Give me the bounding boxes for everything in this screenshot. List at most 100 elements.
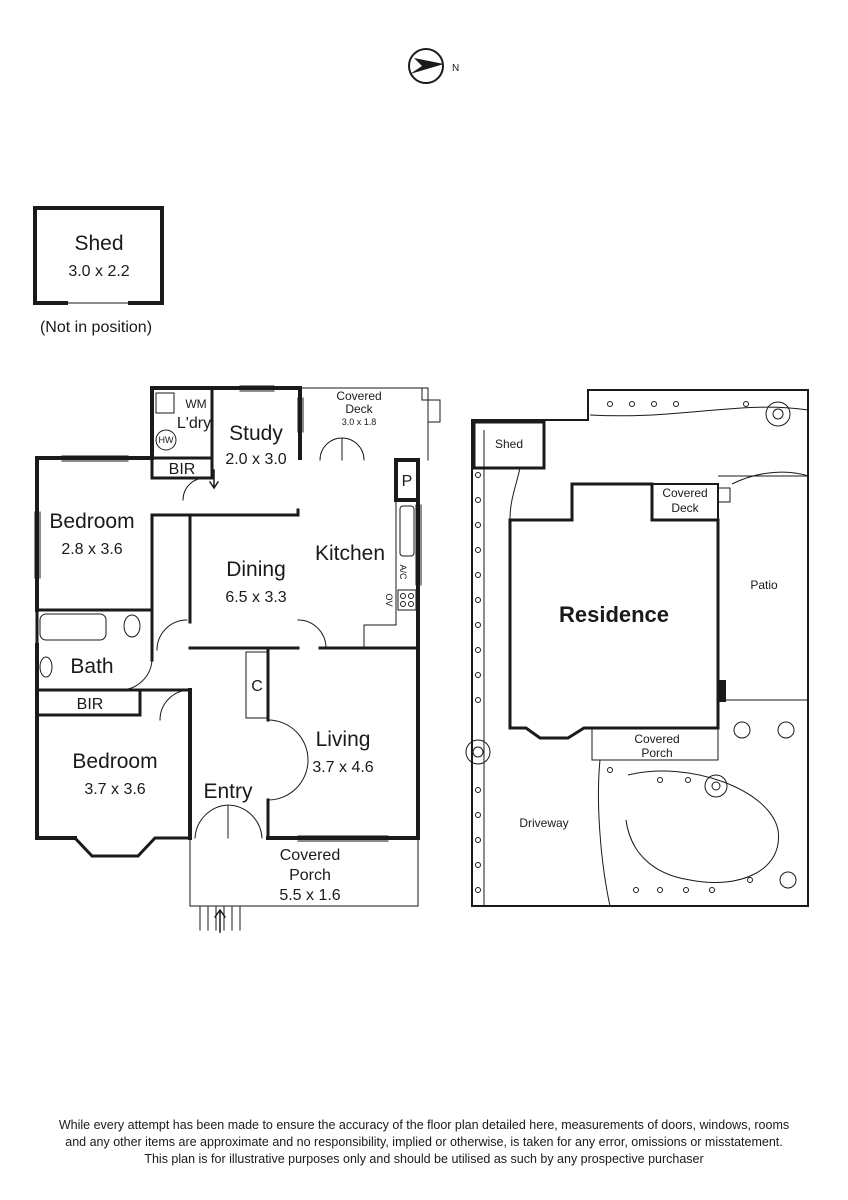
kitchen-counter — [363, 499, 397, 649]
burner — [400, 593, 406, 599]
laundry-label: L'dry — [177, 415, 211, 432]
wall-bath — [35, 608, 122, 692]
wall-hall-top — [150, 508, 300, 517]
window — [297, 397, 304, 433]
site-boundary — [471, 389, 809, 907]
burner — [400, 601, 406, 607]
bath-label: Bath — [70, 655, 113, 678]
window — [415, 504, 422, 586]
shed-name: Shed — [74, 232, 123, 255]
window — [34, 511, 41, 579]
site-shed — [472, 420, 546, 470]
basin — [39, 656, 53, 678]
entry-double-door — [194, 804, 263, 839]
shed-note: (Not in position) — [40, 319, 152, 336]
shed-box: Shed 3.0 x 2.2 (Not in position) — [33, 206, 164, 336]
site-patio-label: Patio — [750, 578, 778, 592]
outer-wall-bay — [72, 835, 192, 858]
bir-top-label: BIR — [169, 461, 196, 478]
site-plan — [465, 389, 809, 907]
living-size: 3.7 x 4.6 — [312, 759, 373, 776]
site-shed-label: Shed — [495, 437, 523, 451]
entry-arrow-icon — [213, 908, 227, 933]
entry-label: Entry — [203, 780, 253, 803]
porch-label-1: Covered — [280, 847, 340, 864]
house-plan — [34, 385, 441, 933]
driveway-edge — [597, 759, 611, 907]
tree-icon — [733, 721, 751, 739]
covered-deck-outline — [299, 387, 429, 461]
porch-size: 5.5 x 1.6 — [279, 887, 340, 904]
deck-steps — [421, 387, 441, 423]
bedroom1-size: 2.8 x 3.6 — [61, 541, 122, 558]
site-door-marker — [718, 680, 726, 702]
garden-bed — [731, 471, 809, 485]
ac-label: A/C — [398, 564, 408, 580]
site-residence-label: Residence — [559, 602, 669, 627]
outer-wall-north — [35, 386, 154, 612]
study-arrow-icon — [208, 469, 220, 490]
study-name: Study — [229, 422, 283, 445]
site-deck-label-2: Deck — [671, 501, 699, 515]
outer-wall-west-lower — [35, 643, 77, 840]
ov-label: OV — [384, 593, 394, 606]
covered-porch-outline — [189, 837, 419, 907]
deck-label-1: Covered — [336, 389, 381, 403]
living-name: Living — [316, 728, 371, 751]
tree-icon — [779, 871, 797, 889]
disclaimer-line: and any other items are approximate and … — [65, 1135, 783, 1149]
site-labels: Shed Covered Deck Patio Residence Covere… — [495, 437, 778, 830]
burner — [408, 593, 414, 599]
outer-wall-kitchen — [394, 458, 420, 650]
kitchen-cooktop — [397, 589, 417, 611]
bir-bottom-label: BIR — [77, 696, 104, 713]
patio-outline — [718, 475, 808, 701]
site-deck-steps — [718, 487, 731, 503]
site-deck-label-1: Covered — [662, 486, 707, 500]
hw-label: HW — [159, 435, 174, 445]
window — [239, 385, 275, 392]
cupboard-label: C — [251, 678, 263, 695]
disclaimer: While every attempt has been made to ens… — [20, 1117, 828, 1168]
washing-machine — [155, 392, 175, 414]
porch-steps — [199, 905, 241, 931]
site-deck-outline — [652, 483, 719, 520]
door-swing — [319, 437, 365, 461]
door-swing — [156, 619, 188, 651]
compass-ring — [408, 48, 444, 84]
door-swing — [297, 619, 327, 649]
driveway-path — [625, 770, 779, 884]
garden-bed — [589, 406, 809, 417]
compass: N — [408, 48, 459, 84]
wm-label: WM — [185, 397, 206, 411]
door-swing — [119, 659, 153, 691]
shrub-dots — [475, 401, 753, 893]
shed-walls — [33, 206, 164, 305]
deck-size: 3.0 x 1.8 — [342, 417, 377, 427]
disclaimer-line: This plan is for illustrative purposes o… — [144, 1152, 704, 1166]
door-swing — [159, 689, 191, 721]
tree-icon — [704, 774, 728, 798]
site-driveway-label: Driveway — [519, 816, 568, 830]
compass-needle-icon — [410, 58, 444, 74]
dining-name: Dining — [226, 558, 286, 581]
wall-bir-bottom — [35, 688, 192, 717]
path-curve — [509, 467, 521, 521]
tree-icon — [777, 721, 795, 739]
study-size: 2.0 x 3.0 — [225, 451, 286, 468]
site-porch-label-2: Porch — [641, 746, 672, 760]
tree-icon — [465, 739, 491, 765]
disclaimer-line: While every attempt has been made to ens… — [58, 1118, 790, 1132]
door-swing — [267, 719, 309, 801]
site-porch-label-1: Covered — [634, 732, 679, 746]
bedroom2-size: 3.7 x 3.6 — [84, 781, 145, 798]
bedroom2-name: Bedroom — [72, 750, 157, 773]
site-porch-outline — [591, 728, 719, 761]
bedroom1-name: Bedroom — [49, 510, 134, 533]
house-labels: WM L'dry HW Study 2.0 x 3.0 Covered Deck… — [49, 389, 412, 904]
dining-size: 6.5 x 3.3 — [225, 589, 286, 606]
door-swing — [182, 477, 206, 501]
hot-water-unit — [155, 429, 177, 451]
pantry-label: P — [402, 473, 413, 490]
bathtub — [39, 613, 107, 641]
